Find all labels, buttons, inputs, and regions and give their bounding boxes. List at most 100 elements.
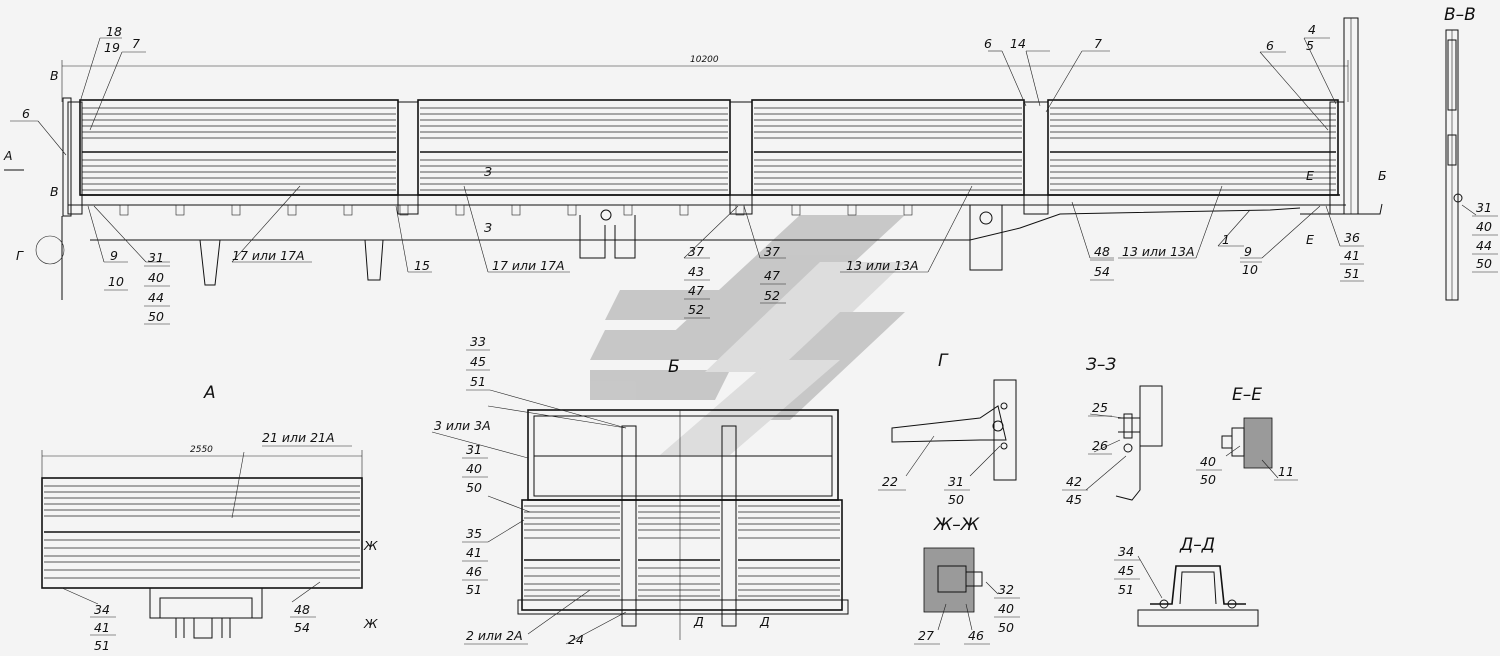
panel-slats: [524, 505, 840, 597]
callout-42: 42: [1066, 474, 1082, 489]
callout-40: 40: [148, 270, 164, 285]
callout-3: 3 или 3А: [434, 418, 491, 433]
callout-10: 10: [108, 274, 124, 289]
callout-41: 41: [94, 620, 110, 635]
callout-36: 36: [1344, 230, 1360, 245]
section-mark-d: Д: [759, 614, 770, 629]
callout-54: 54: [294, 620, 310, 635]
view-g: Г 22 31 50: [878, 351, 1017, 507]
panel-slats: [82, 107, 1336, 191]
callout-51: 51: [94, 638, 110, 653]
section-mark-e: Е: [1306, 232, 1314, 247]
callout-50: 50: [1200, 472, 1216, 487]
callout-5: 5: [1306, 38, 1314, 53]
callout-27: 27: [918, 628, 934, 643]
view-title: Д–Д: [1179, 535, 1215, 555]
callout-33: 33: [470, 334, 486, 349]
callout-11: 11: [1278, 464, 1294, 479]
view-title: Е–Е: [1232, 385, 1262, 405]
callout-52: 52: [688, 302, 704, 317]
callout-35: 35: [466, 526, 482, 541]
view-title: Ж–Ж: [933, 515, 980, 535]
callout-34: 34: [1118, 544, 1134, 559]
section-mark-b: Б: [1378, 168, 1387, 183]
callout-40: 40: [1476, 219, 1492, 234]
callout-24: 24: [568, 632, 584, 647]
callout-9: 9: [110, 248, 118, 263]
callout-31: 31: [948, 474, 964, 489]
callout-47: 47: [688, 283, 704, 298]
callout-2: 2 или 2А: [466, 628, 523, 643]
callout-48: 48: [294, 602, 310, 617]
callout-37: 37: [688, 244, 704, 259]
callout-45: 45: [1066, 492, 1082, 507]
callout-50: 50: [998, 620, 1014, 635]
view-title: А: [203, 383, 216, 403]
callout-51: 51: [466, 582, 482, 597]
callout-6: 6: [984, 36, 992, 51]
callout-34: 34: [94, 602, 110, 617]
view-title: З–З: [1086, 355, 1116, 375]
callout-37: 37: [764, 244, 780, 259]
callout-52: 52: [764, 288, 780, 303]
view-b: Б 33 45 51 3 или 3А 31 40 50 35 41 46 51: [431, 334, 849, 647]
callout-48: 48: [1094, 244, 1110, 259]
callout-47: 47: [764, 268, 780, 283]
callout-19: 19: [104, 40, 120, 55]
callout-22: 22: [882, 474, 898, 489]
callout-31: 31: [1476, 200, 1492, 215]
callout-43: 43: [688, 264, 704, 279]
callout-7: 7: [132, 36, 140, 51]
callout-51: 51: [1118, 582, 1134, 597]
section-mark-zh: Ж: [363, 616, 378, 631]
section-mark-a: А: [3, 148, 13, 163]
section-mark-z: З: [484, 164, 492, 179]
callout-32: 32: [998, 582, 1014, 597]
watermark-logo: [590, 215, 905, 455]
callout-40: 40: [998, 601, 1014, 616]
callout-40: 40: [466, 461, 482, 476]
callout-45: 45: [1118, 563, 1134, 578]
callout-21: 21 или 21А: [262, 430, 335, 445]
callout-41: 41: [466, 545, 482, 560]
callout-46: 46: [968, 628, 984, 643]
callout-10: 10: [1242, 262, 1258, 277]
main-side-view: 10200: [3, 17, 1387, 325]
callout-50: 50: [948, 492, 964, 507]
watermark-stripe: [590, 370, 730, 400]
section-mark-v: В: [50, 68, 59, 83]
callout-44: 44: [1476, 238, 1492, 253]
callout-50: 50: [148, 309, 164, 324]
frame-crossmembers: [119, 204, 913, 216]
callout-6: 6: [1266, 38, 1274, 53]
view-title: В–В: [1444, 5, 1476, 25]
watermark-chevron: [660, 360, 840, 455]
view-a: А 2550 21 или 21А 34 41 51 48 54 Ж Ж: [41, 383, 378, 653]
callout-6: 6: [22, 106, 30, 121]
callout-18: 18: [106, 24, 122, 39]
view-title: Г: [938, 351, 949, 371]
view-v-v: В–В 31 40 44 50: [1444, 5, 1498, 301]
callout-26: 26: [1092, 438, 1108, 453]
callout-9: 9: [1244, 244, 1252, 259]
callout-54: 54: [1094, 264, 1110, 279]
callout-41: 41: [1344, 248, 1360, 263]
view-e-e: Е–Е 40 50 11: [1196, 385, 1298, 487]
view-zh-zh: Ж–Ж 32 40 50 27 46: [914, 515, 1020, 645]
callout-1: 1: [1222, 232, 1230, 247]
callout-44: 44: [148, 290, 164, 305]
section-mark-v: В: [50, 184, 59, 199]
callout-4: 4: [1308, 22, 1316, 37]
callout-50: 50: [1476, 256, 1492, 271]
width-dimension: 2550: [190, 445, 213, 455]
callout-13: 13 или 13А: [846, 258, 919, 273]
view-title: Б: [668, 357, 680, 377]
watermark-chevron: [705, 262, 905, 372]
view-z-z: З–З 25 26 42 45: [1062, 355, 1163, 507]
callout-31: 31: [466, 442, 482, 457]
callout-17: 17 или 17А: [492, 258, 565, 273]
callout-50: 50: [466, 480, 482, 495]
callout-46: 46: [466, 564, 482, 579]
